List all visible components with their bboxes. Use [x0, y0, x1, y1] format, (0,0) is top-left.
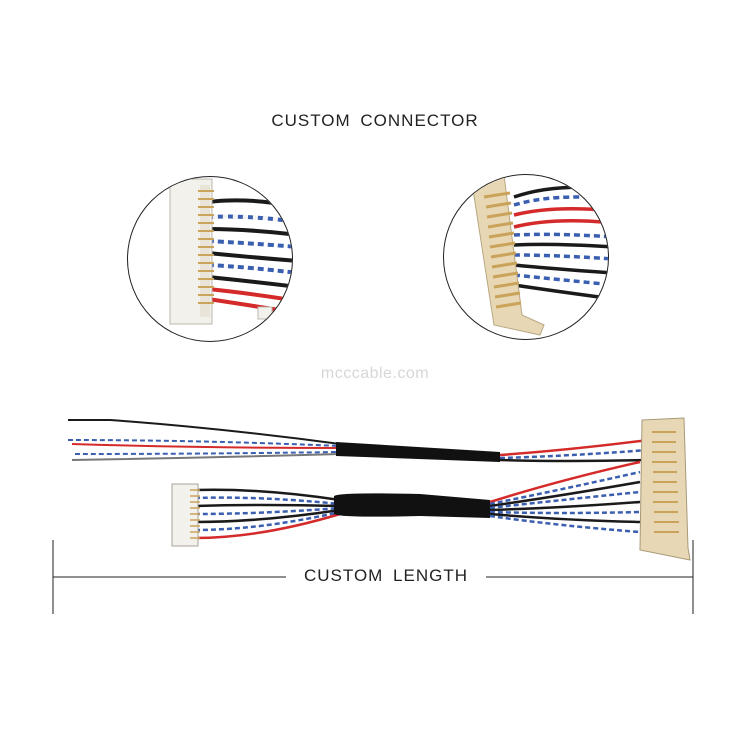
- lower-wire-bundle: [194, 488, 341, 540]
- custom-connector-heading: CUSTOM CONNECTOR: [271, 111, 479, 130]
- closeup-wires-right: [513, 185, 608, 300]
- cable-assembly: [52, 417, 694, 614]
- closeup-wires-left: [207, 198, 292, 315]
- watermark: mcccable.com: [320, 365, 430, 382]
- connector-closeup-white: [127, 176, 293, 342]
- connector-pins: [198, 190, 214, 304]
- large-connector: [639, 417, 691, 561]
- heat-shrink-lower: [334, 493, 490, 518]
- length-dimension-line: [52, 540, 694, 614]
- loose-wires-upper: [67, 419, 341, 461]
- small-connector: [171, 483, 199, 547]
- custom-length-label: CUSTOM LENGTH: [286, 566, 486, 586]
- right-fanout-wires: [489, 460, 641, 534]
- heat-shrink-upper: [336, 442, 500, 462]
- connector-closeup-beige: [443, 174, 609, 340]
